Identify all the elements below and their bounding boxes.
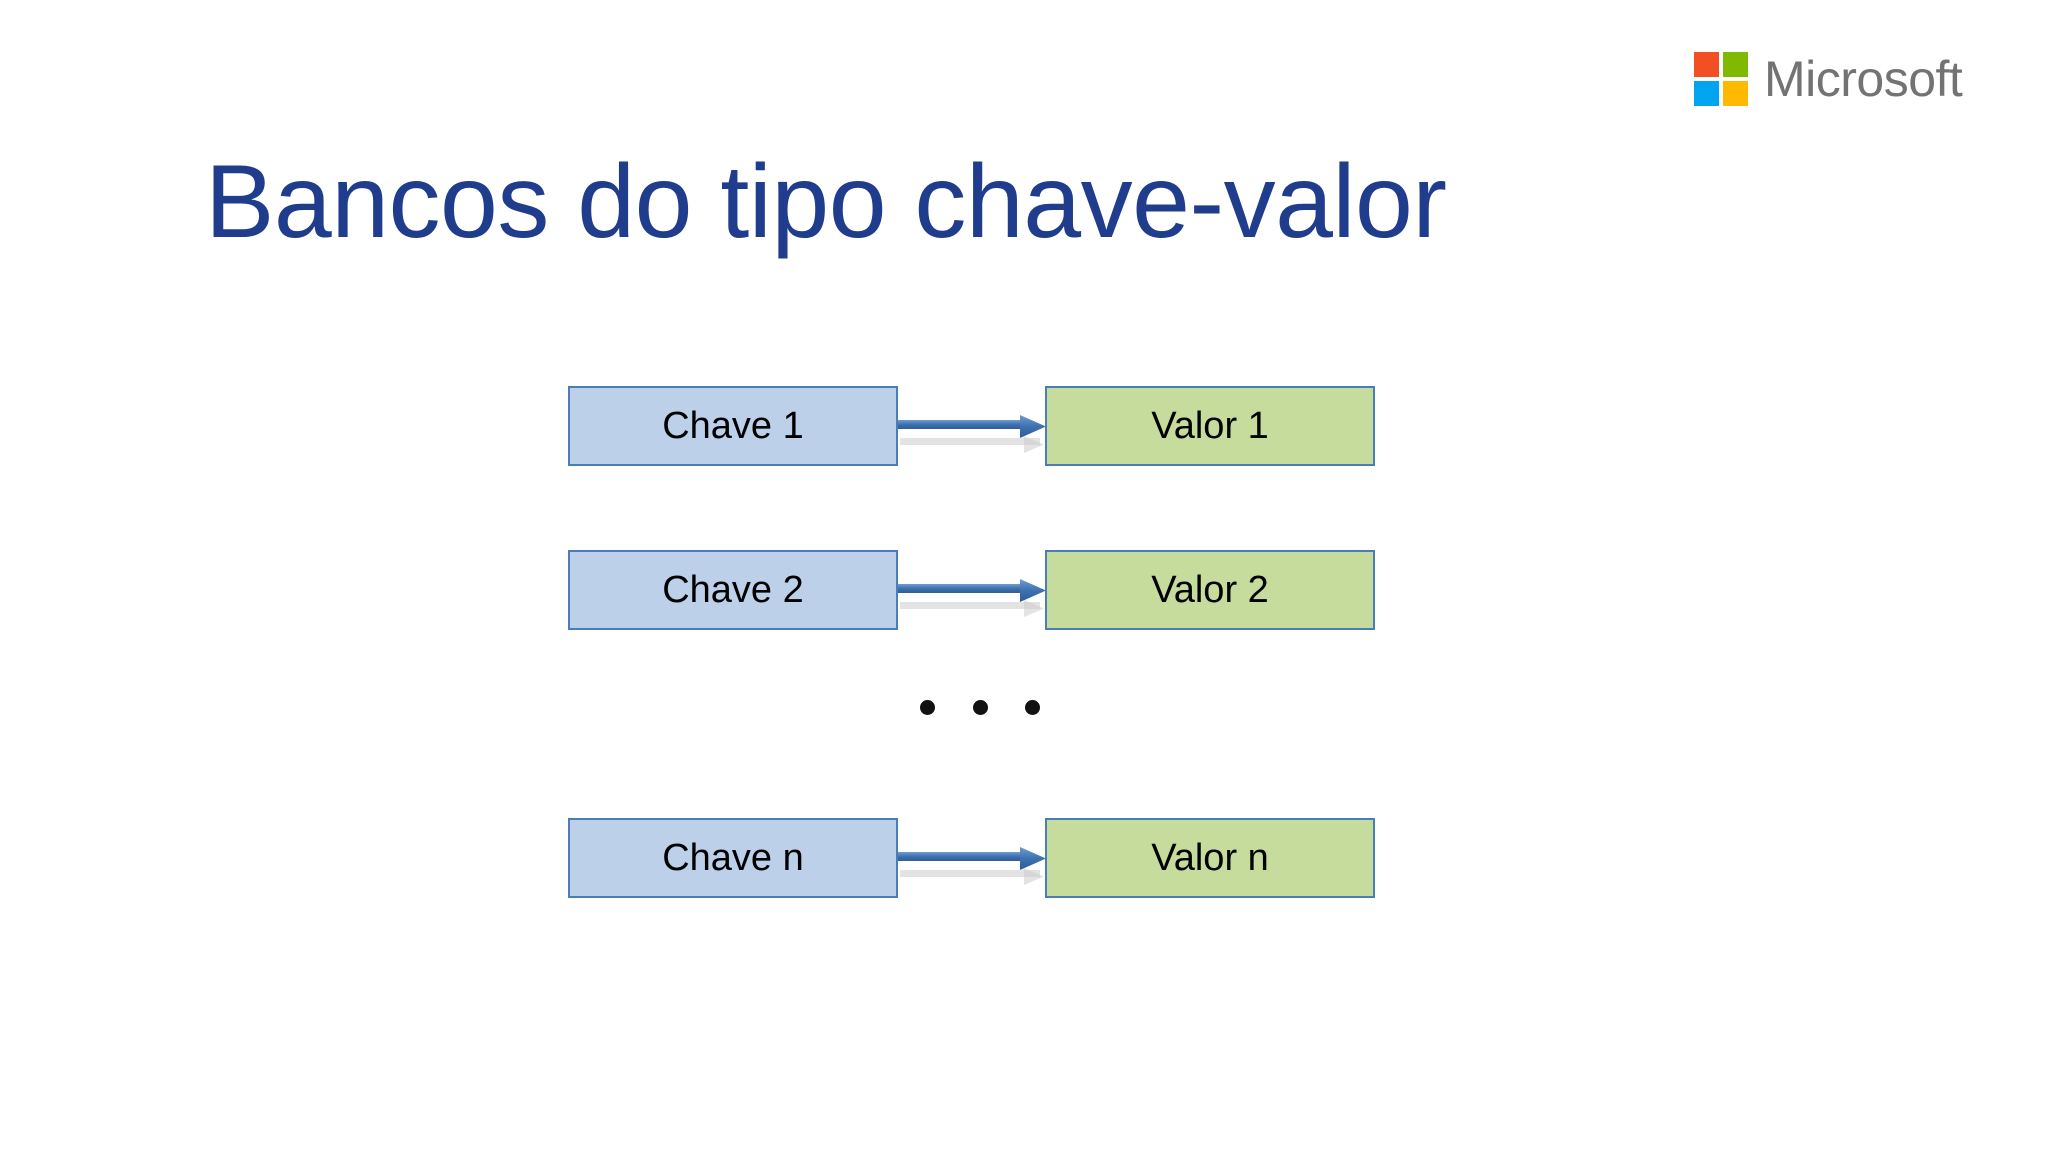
microsoft-squares-icon xyxy=(1694,52,1748,106)
arrow-right-icon-n xyxy=(898,847,1046,885)
logo-square-blue xyxy=(1694,81,1719,106)
key-value-row: Chave 1 Valor 1 xyxy=(568,386,1378,466)
value-box-2[interactable]: Valor 2 xyxy=(1045,550,1375,630)
value-box-n[interactable]: Valor n xyxy=(1045,818,1375,898)
key-value-row: Chave n Valor n xyxy=(568,818,1378,898)
microsoft-wordmark: Microsoft xyxy=(1764,51,1963,107)
logo-square-yellow xyxy=(1723,81,1748,106)
logo-square-red xyxy=(1694,52,1719,77)
arrow-right-icon-1 xyxy=(898,415,1046,453)
value-box-1[interactable]: Valor 1 xyxy=(1045,386,1375,466)
ellipsis-dot xyxy=(972,700,988,715)
page-title: Bancos do tipo chave-valor xyxy=(205,144,1447,260)
logo-square-green xyxy=(1723,52,1748,77)
microsoft-logo: Microsoft xyxy=(1694,51,1963,107)
key-box-n[interactable]: Chave n xyxy=(568,818,898,898)
ellipsis-dot xyxy=(920,700,935,715)
key-value-row: Chave 2 Valor 2 xyxy=(568,550,1378,630)
ellipsis-dot xyxy=(1025,700,1040,715)
arrow-right-icon-2 xyxy=(898,579,1046,617)
key-box-2[interactable]: Chave 2 xyxy=(568,550,898,630)
ellipsis-indicator xyxy=(920,700,1040,715)
key-box-1[interactable]: Chave 1 xyxy=(568,386,898,466)
